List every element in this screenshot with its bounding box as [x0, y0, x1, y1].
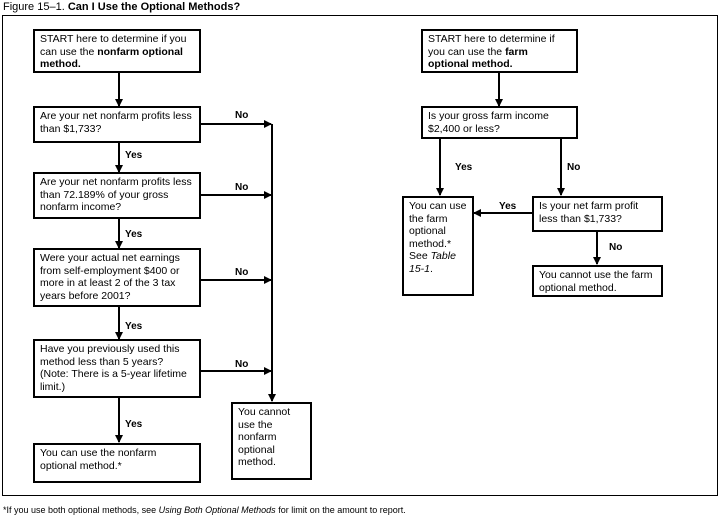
nonfarm-result-no: You cannot use the nonfarm optional meth…: [231, 402, 312, 480]
farm-question-1: Is your gross farm income $2,400 or less…: [421, 106, 578, 139]
farm-result-yes-end: .: [430, 262, 433, 275]
label-yes-1: Yes: [125, 150, 143, 161]
footnote-pre: *If you use both optional methods, see: [3, 505, 159, 515]
nonfarm-question-3-text: Were your actual net earnings from self-…: [40, 252, 180, 302]
nonfarm-question-1: Are your net nonfarm profits less than $…: [33, 106, 201, 143]
farm-label-yes-2: Yes: [499, 201, 517, 212]
nonfarm-result-yes-text: You can use the nonfarm optional method.…: [40, 447, 157, 472]
label-no-3: No: [235, 267, 249, 278]
nonfarm-question-2: Are your net nonfarm profits less than 7…: [33, 172, 201, 219]
farm-question-2-text: Is your net farm profit less than $1,733…: [539, 200, 639, 225]
label-yes-2: Yes: [125, 229, 143, 240]
label-yes-3: Yes: [125, 321, 143, 332]
nonfarm-question-4-text: Have you previously used this method les…: [40, 343, 187, 393]
farm-result-no: You cannot use the farm optional method.: [532, 265, 663, 297]
farm-label-no-1: No: [567, 162, 581, 173]
footnote: *If you use both optional methods, see U…: [3, 505, 406, 516]
farm-result-yes-text: You can use the farm optional method.* S…: [409, 200, 467, 262]
figure-title: Figure 15–1. Can I Use the Optional Meth…: [3, 1, 240, 14]
nonfarm-question-2-text: Are your net nonfarm profits less than 7…: [40, 176, 192, 213]
farm-start-box: START here to determine if you can use t…: [421, 29, 578, 73]
nonfarm-result-yes: You can use the nonfarm optional method.…: [33, 443, 201, 483]
nonfarm-question-3: Were your actual net earnings from self-…: [33, 248, 201, 307]
farm-result-no-text: You cannot use the farm optional method.: [539, 269, 653, 294]
nonfarm-question-4: Have you previously used this method les…: [33, 339, 201, 398]
farm-result-yes: You can use the farm optional method.* S…: [402, 196, 474, 296]
label-no-2: No: [235, 182, 249, 193]
farm-label-no-2: No: [609, 242, 623, 253]
label-no-1: No: [235, 110, 249, 121]
farm-start-bold: farm optional method.: [428, 45, 528, 71]
footnote-post: for limit on the amount to report.: [275, 505, 406, 515]
figure-heading: Can I Use the Optional Methods?: [67, 1, 241, 13]
farm-result-yes-table: Table 15-1: [409, 250, 456, 275]
nonfarm-start-box: START here to determine if you can use t…: [33, 29, 201, 73]
nonfarm-start-bold: nonfarm optional method.: [40, 45, 183, 71]
figure-number: Figure 15–1.: [3, 1, 65, 13]
farm-label-yes-1: Yes: [455, 162, 473, 173]
farm-question-2: Is your net farm profit less than $1,733…: [532, 196, 663, 232]
farm-start-text: START here to determine if you can use t…: [428, 33, 555, 58]
label-no-4: No: [235, 359, 249, 370]
footnote-italic: Using Both Optional Methods: [158, 505, 276, 515]
label-yes-4: Yes: [125, 419, 143, 430]
nonfarm-question-1-text: Are your net nonfarm profits less than $…: [40, 110, 192, 135]
figure-frame: [2, 15, 718, 496]
nonfarm-start-text: START here to determine if you can use t…: [40, 33, 187, 58]
nonfarm-result-no-text: You cannot use the nonfarm optional meth…: [238, 406, 291, 468]
farm-question-1-text: Is your gross farm income $2,400 or less…: [428, 110, 549, 135]
